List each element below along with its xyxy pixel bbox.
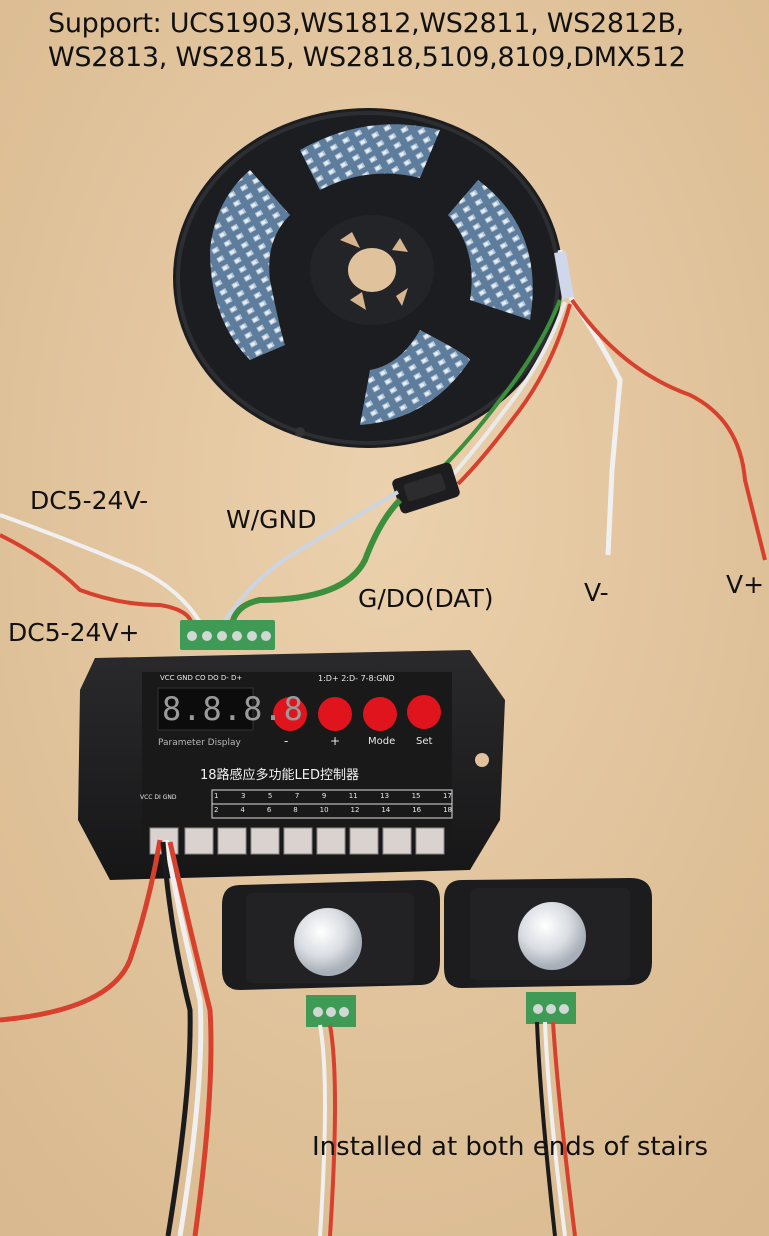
channel-number: 14 bbox=[381, 806, 391, 814]
channel-number: 7 bbox=[294, 792, 300, 800]
segment-display: 8.8.8.8 bbox=[162, 690, 304, 728]
channel-row-bottom: 2 4 6 8 10 12 14 16 18 bbox=[214, 806, 452, 814]
terminal-labels: VCC GND CO DO D- D+ bbox=[160, 674, 243, 682]
label-v-minus: V- bbox=[584, 578, 609, 607]
label-v-plus: V+ bbox=[726, 570, 765, 599]
label-w-gnd: W/GND bbox=[226, 505, 317, 534]
support-list-line1: Support: UCS1903,WS1812,WS2811, WS2812B, bbox=[48, 8, 684, 39]
channel-number: 17 bbox=[442, 792, 452, 800]
channel-number: 4 bbox=[240, 806, 245, 814]
button-plus-label[interactable]: + bbox=[330, 734, 341, 748]
label-dc-plus: DC5-24V+ bbox=[8, 618, 140, 647]
channel-number: 10 bbox=[319, 806, 329, 814]
channel-number: 5 bbox=[267, 792, 273, 800]
channel-number: 3 bbox=[240, 792, 246, 800]
connector-plug-icon bbox=[392, 462, 460, 514]
channel-number: 6 bbox=[266, 806, 272, 814]
button-mode-label[interactable]: Mode bbox=[368, 736, 396, 747]
channel-number: 1 bbox=[214, 792, 219, 800]
controller-title: 18路感应多功能LED控制器 bbox=[200, 768, 360, 783]
channel-number: 9 bbox=[321, 792, 327, 800]
channel-row-top: 1 3 5 7 9 11 13 15 17 bbox=[214, 792, 452, 800]
terminal-block-icon bbox=[180, 620, 275, 650]
button-set-label[interactable]: Set bbox=[416, 736, 433, 747]
channel-number: 13 bbox=[380, 792, 390, 800]
channel-number: 12 bbox=[350, 806, 360, 814]
label-g-do: G/DO(DAT) bbox=[358, 584, 494, 613]
label-dc-minus: DC5-24V- bbox=[30, 486, 149, 515]
button-minus-label[interactable]: - bbox=[284, 734, 289, 748]
display-label: Parameter Display bbox=[158, 738, 241, 748]
channel-number: 2 bbox=[214, 806, 219, 814]
channel-number: 16 bbox=[412, 806, 422, 814]
caption-install: Installed at both ends of stairs bbox=[312, 1132, 709, 1162]
pir-sensor-icon bbox=[222, 880, 440, 1027]
sensor-pin-labels: VCC DI GND bbox=[140, 794, 177, 801]
channel-number: 18 bbox=[443, 806, 452, 814]
pir-sensor-icon bbox=[444, 878, 652, 1024]
channel-number: 8 bbox=[293, 806, 298, 814]
controller-box bbox=[78, 650, 505, 880]
channel-number: 11 bbox=[348, 792, 358, 800]
channel-number: 15 bbox=[411, 792, 421, 800]
support-list-line2: WS2813, WS2815, WS2818,5109,8109,DMX512 bbox=[48, 42, 686, 73]
port-labels: 1:D+ 2:D- 7-8:GND bbox=[318, 674, 395, 683]
led-strip-reel-icon bbox=[173, 108, 563, 448]
